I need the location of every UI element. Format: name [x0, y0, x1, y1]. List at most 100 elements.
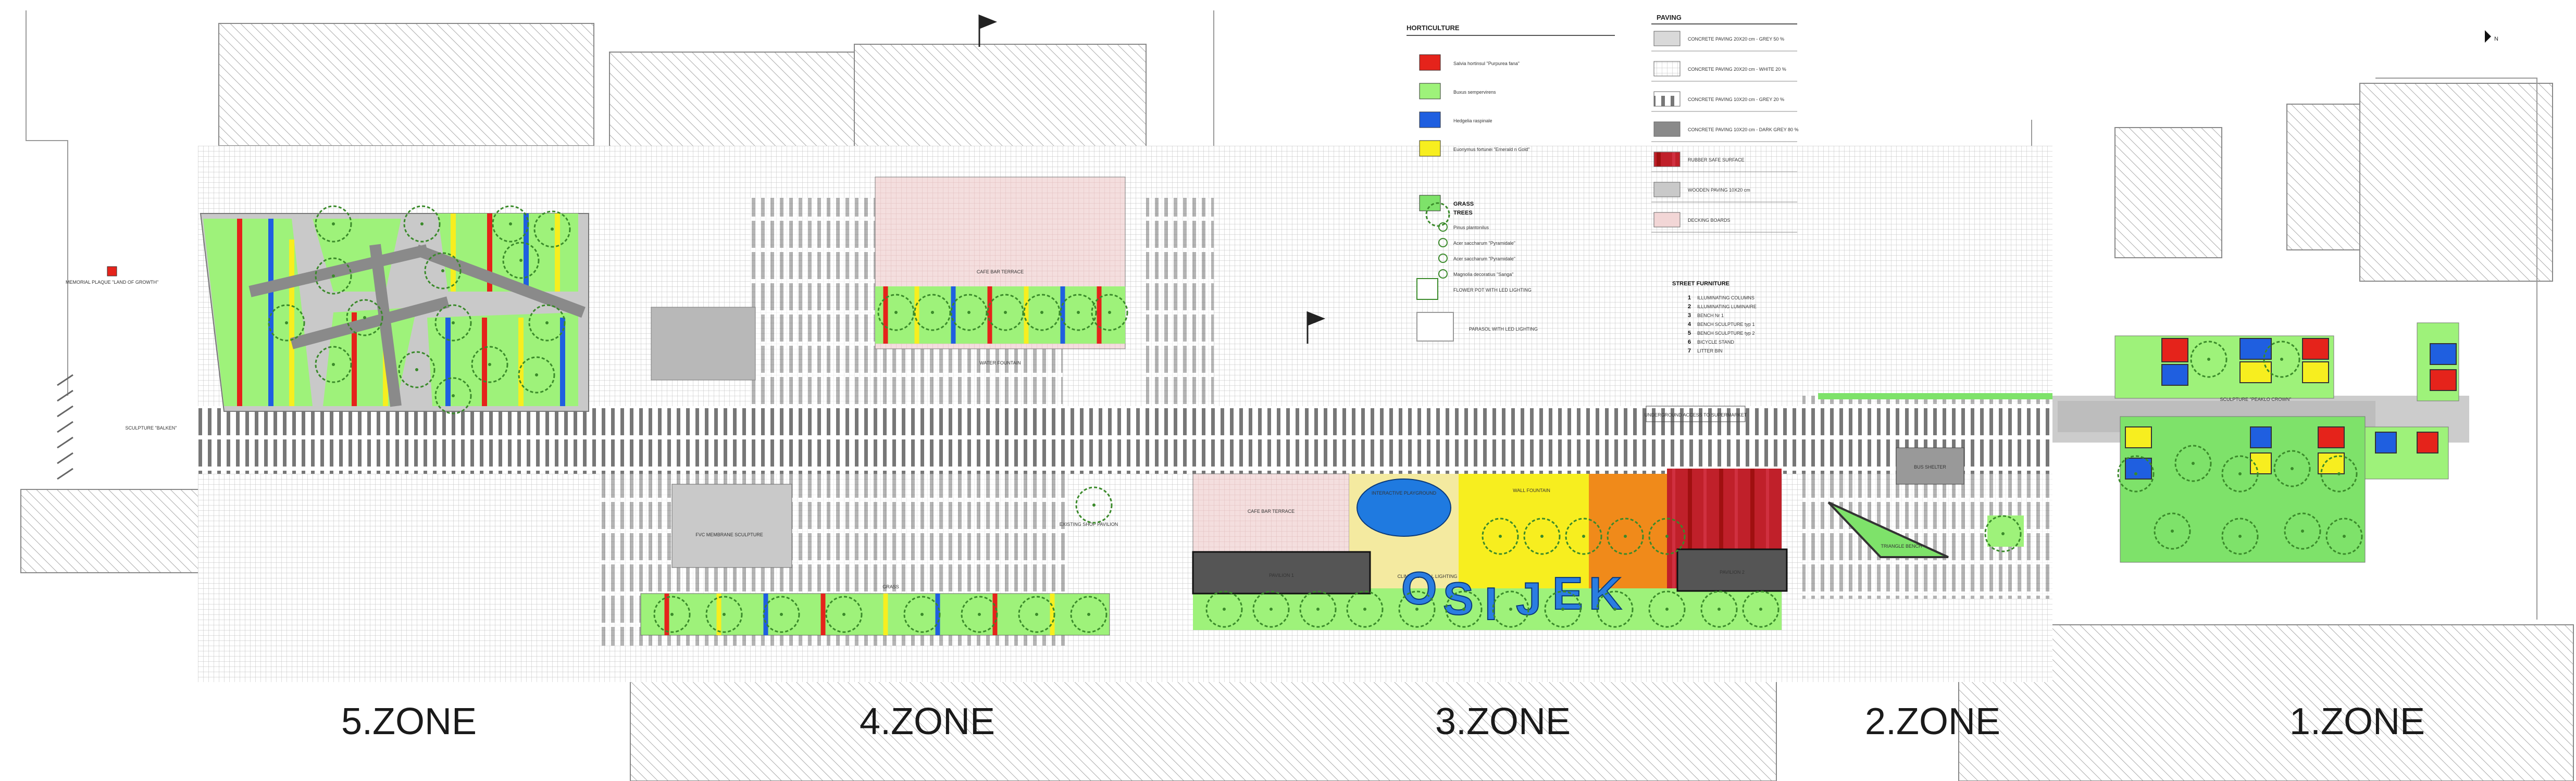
tree-canopy	[471, 346, 508, 383]
pavilion-2-label: PAVILION 2	[1720, 570, 1745, 575]
water-fountain-label: WATER FOUNTAIN	[979, 360, 1021, 366]
tree-canopy	[1060, 294, 1097, 331]
tree-trunk	[2171, 530, 2174, 533]
tree-symbol	[1438, 222, 1448, 232]
legend-horticulture: HORTICULTURE Salvia hortinsul "Purpurea …	[1407, 24, 1615, 342]
tree-canopy	[1252, 590, 1290, 628]
tree-trunk	[509, 222, 512, 225]
tree-canopy	[2174, 445, 2212, 482]
sculpture-crown-label: SCULPTURE "PEAKLO CROWN"	[2220, 397, 2292, 402]
tree-canopy	[1445, 590, 1483, 628]
tree-canopy	[518, 356, 555, 394]
furniture-label: BICYCLE STAND	[1697, 339, 1734, 345]
tree-trunk	[1561, 608, 1564, 611]
tree-trunk	[670, 613, 674, 616]
underground-access-label: UNDERGROUND ACCESS TO SUPERMARKET	[1645, 412, 1747, 418]
tree-trunk	[1624, 535, 1627, 538]
tree-canopy	[2154, 512, 2191, 550]
paving-swatch	[1653, 212, 1681, 228]
tree-canopy	[825, 596, 863, 633]
tree-trunk	[2343, 535, 2346, 538]
tree-trunk	[2238, 472, 2242, 475]
tree-trunk	[332, 274, 335, 278]
tree-canopy	[434, 304, 472, 342]
tree-canopy	[502, 242, 540, 279]
furniture-number: 6	[1688, 339, 1691, 345]
wall-fountain-label: WALL FOUNTAIN	[1513, 488, 1550, 493]
flower-pot-label: FLOWER POT WITH LED LIGHTING	[1453, 287, 1532, 293]
furniture-label: ILLUMINATING LUMINAIRE	[1697, 304, 1757, 309]
zone-label-4: 4.ZONE	[860, 701, 995, 742]
zone-label-1: 1.ZONE	[2289, 701, 2425, 742]
tree-trunk	[842, 613, 845, 616]
tree-canopy	[1398, 590, 1436, 628]
tree-canopy	[315, 205, 352, 243]
tree-trunk	[332, 363, 335, 366]
furniture-number: 1	[1688, 295, 1691, 301]
tree-trunk	[519, 259, 522, 262]
tree-canopy	[653, 596, 691, 633]
tree-trunk	[1718, 608, 1721, 611]
tree-canopy	[961, 596, 998, 633]
osijek-letter-o: O	[1401, 562, 1437, 614]
osijek-letters: O S I J E K	[1401, 562, 1623, 630]
tree-canopy	[398, 351, 435, 388]
legend-paving: PAVING CONCRETE PAVING 20X20 cm - GREY 5…	[1651, 14, 1799, 233]
paving-swatch	[1653, 182, 1681, 197]
sculpture-balken-label: SCULPTURE "BALKEN"	[126, 425, 177, 431]
parasol-legend: PARASOL WITH LED LIGHTING	[1416, 312, 1538, 342]
tree-canopy	[1523, 518, 1561, 555]
horticulture-label: Buxus sempervirens	[1453, 90, 1496, 95]
bus-shelter-label: BUS SHELTER	[1914, 464, 1946, 470]
tree-canopy	[1648, 590, 1686, 628]
tree-trunk	[2001, 532, 2005, 535]
zone-labels: 5.ZONE 4.ZONE 3.ZONE 2.ZONE 1.ZONE	[341, 701, 2425, 742]
tree-trunk	[967, 311, 970, 314]
tree-species-label: Magnolia decoratius "Sanga"	[1453, 272, 1513, 277]
tree-trunk	[1040, 311, 1043, 314]
furniture-label: BENCH SCULPTURE typ 2	[1697, 331, 1755, 336]
furniture-number: 3	[1688, 312, 1691, 319]
tree-canopy	[705, 596, 743, 633]
memorial-plaque-label: MEMORIAL PLAQUE "LAND OF GROWTH"	[66, 280, 158, 285]
zone5-dashes	[57, 374, 73, 480]
tree-canopy	[315, 257, 352, 295]
zone3-playground: CAFE BAR TERRACE INTERACTIVE PLAYGROUND …	[1192, 406, 1788, 630]
interactive-playground-label: INTERACTIVE PLAYGROUND	[1372, 490, 1437, 496]
tree-canopy	[1023, 294, 1061, 331]
horticulture-title: HORTICULTURE	[1407, 24, 1460, 32]
trees-title: TREES	[1453, 210, 1473, 216]
tree-trunk	[2280, 358, 2283, 361]
tree-canopy	[1565, 518, 1602, 555]
furniture-number: 2	[1688, 304, 1691, 310]
tree-trunk	[1462, 608, 1465, 611]
tree-species-label: Acer saccharum "Pyramidale"	[1453, 241, 1515, 246]
tree-canopy	[877, 294, 915, 331]
paving-swatch	[1653, 152, 1681, 167]
tree-trunk	[978, 613, 981, 616]
existing-pavilion-label: EXISTING SHOP PAVILION	[1060, 522, 1118, 527]
tree-trunk	[1077, 311, 1080, 314]
tree-trunk	[2337, 472, 2341, 475]
horticulture-swatch	[1419, 83, 1441, 99]
zone2: BUS SHELTER TRIANGLE BENCH	[1818, 393, 2052, 558]
tree-canopy	[1018, 596, 1055, 633]
climbing-lighting-label: CLIMBING WALL LIGHTING	[1398, 574, 1458, 579]
tree-trunk	[1092, 503, 1096, 507]
tree-trunk	[2301, 530, 2304, 533]
tree-canopy	[434, 377, 472, 414]
tree-canopy	[903, 596, 941, 633]
tree-trunk	[441, 269, 444, 272]
paving-label: DECKING BOARDS	[1688, 218, 1731, 223]
paving-label: CONCRETE PAVING 10X20 cm - DARK GREY 80 …	[1688, 127, 1799, 132]
triangle-bench-label: TRIANGLE BENCH	[1881, 544, 1922, 549]
cafe-terrace-3-label: CAFE BAR TERRACE	[1248, 509, 1295, 514]
tree-canopy	[763, 596, 800, 633]
tree-species-label: Acer saccharum "Pyramidale"	[1453, 256, 1515, 261]
paving-label: CONCRETE PAVING 20X20 cm - GREY 50 %	[1688, 36, 1784, 42]
tree-trunk	[2291, 467, 2294, 470]
tree-trunk	[545, 321, 549, 324]
street-furniture-title: STREET FURNITURE	[1672, 281, 1729, 287]
